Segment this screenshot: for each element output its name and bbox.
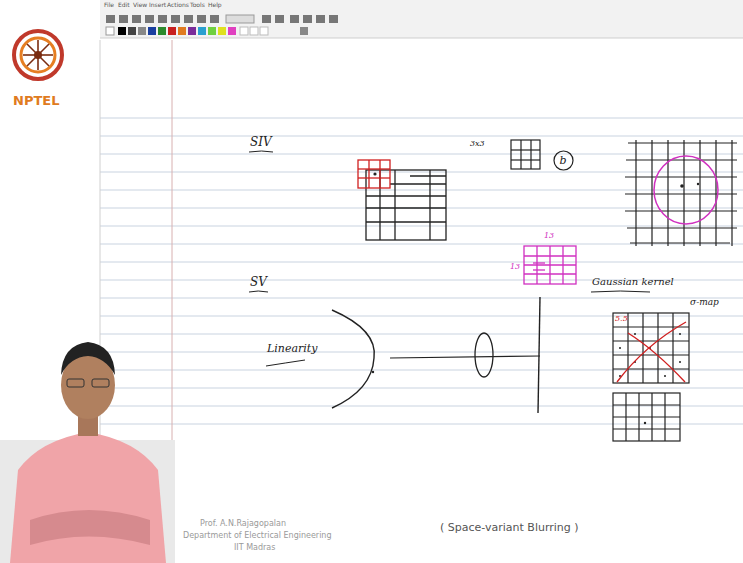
cell-value: 5.5 [615,315,628,324]
grid-size: 13 [510,263,520,272]
section-heading: SV [250,276,267,289]
circle-node: b [553,150,574,171]
lecture-caption: ( Space-variant Blurring ) [440,522,579,534]
menu-item: Edit [118,2,130,9]
logo-text: NPTEL [13,94,59,108]
menu-item: File [104,2,114,9]
node-text: b [553,154,574,167]
credit-text: Department of Electrical Engineering [183,532,332,541]
menu-item: Actions [167,2,189,9]
menu-item: Insert [149,2,166,9]
credit-text: Prof. A.N.Rajagopalan [200,520,286,529]
note-label: Linearity [267,343,317,355]
menu-item: View [133,2,147,9]
credit-text: IIT Madras [234,544,275,553]
grid-size: 13 [544,232,554,241]
kernel-label: Gaussian kernel [592,276,674,287]
menu-item: Tools [190,2,205,9]
map-label: σ-map [690,298,719,308]
kernel-size: 3x3 [470,140,485,149]
section-heading: SIV [250,136,272,149]
menu-item: Help [208,2,222,9]
